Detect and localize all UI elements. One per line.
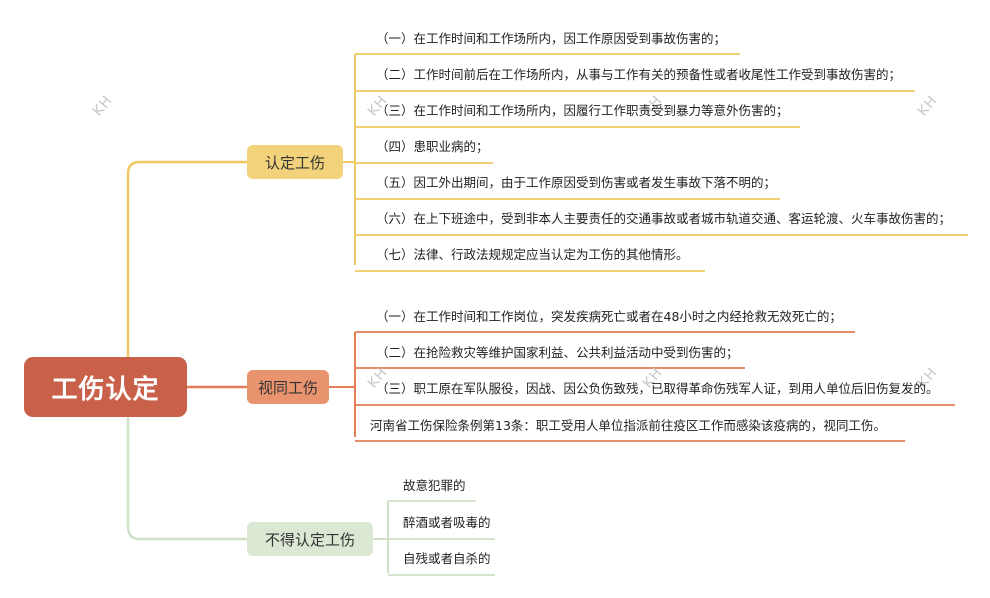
excluded-item[interactable]: 自残或者自杀的 <box>403 551 491 566</box>
recognized-item[interactable]: （三）在工作时间和工作场所内，因履行工作职责受到暴力等意外伤害的； <box>376 103 789 118</box>
branch-excluded[interactable]: 不得认定工伤 <box>247 522 373 556</box>
excluded-item[interactable]: 醉酒或者吸毒的 <box>403 515 491 530</box>
recognized-item[interactable]: （六）在上下班途中，受到非本人主要责任的交通事故或者城市轨道交通、客运轮渡、火车… <box>376 211 952 226</box>
recognized-item[interactable]: （一）在工作时间和工作场所内，因工作原因受到事故伤害的； <box>376 31 727 46</box>
branch-recognized[interactable]: 认定工伤 <box>247 145 343 179</box>
root-node[interactable]: 工伤认定 <box>24 357 187 417</box>
branch-deemed[interactable]: 视同工伤 <box>247 370 329 404</box>
deemed-item[interactable]: （三）职工原在军队服役，因战、因公负伤致残，已取得革命伤残军人证，到用人单位后旧… <box>376 381 939 396</box>
deemed-item[interactable]: （一）在工作时间和工作岗位，突发疾病死亡或者在48小时之内经抢救无效死亡的； <box>376 309 842 324</box>
recognized-item[interactable]: （四）患职业病的； <box>376 139 489 154</box>
deemed-item[interactable]: 河南省工伤保险条例第13条：职工受用人单位指派前往疫区工作而感染该疫病的，视同工… <box>370 418 886 433</box>
deemed-item[interactable]: （二）在抢险救灾等维护国家利益、公共利益活动中受到伤害的； <box>376 345 739 360</box>
recognized-item[interactable]: （五）因工外出期间，由于工作原因受到伤害或者发生事故下落不明的； <box>376 175 777 190</box>
recognized-item[interactable]: （七）法律、行政法规规定应当认定为工伤的其他情形。 <box>376 247 689 262</box>
recognized-item[interactable]: （二）工作时间前后在工作场所内，从事与工作有关的预备性或者收尾性工作受到事故伤害… <box>376 67 902 82</box>
excluded-item[interactable]: 故意犯罪的 <box>403 478 466 493</box>
